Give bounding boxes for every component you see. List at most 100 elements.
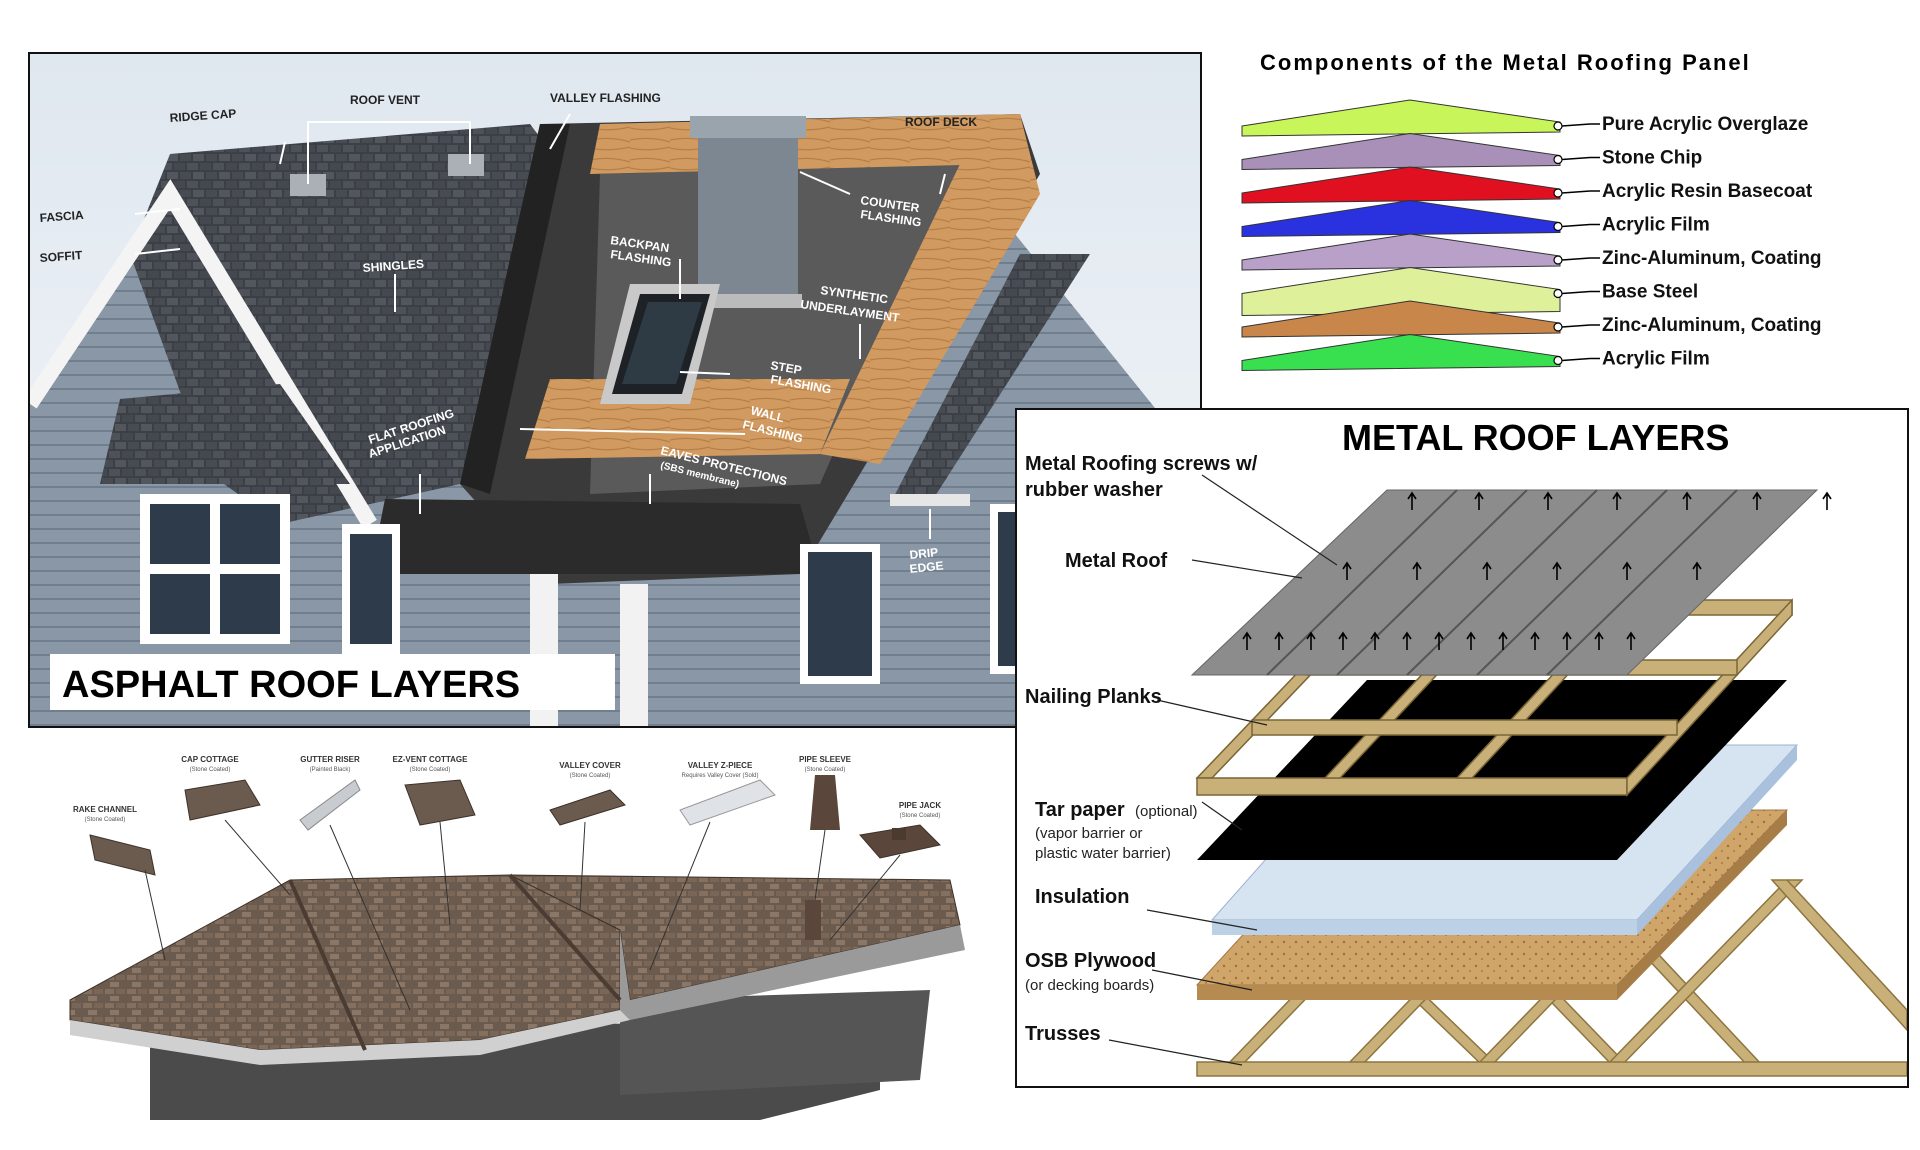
label-tar-note-1: (vapor barrier or [1035, 825, 1143, 842]
accessory-label: GUTTER RISER [300, 755, 360, 764]
accessory-label: PIPE SLEEVE [799, 755, 852, 764]
label-valley-flashing: VALLEY FLASHING [550, 91, 661, 105]
accessory-ez-vent-cottage [404, 779, 476, 826]
accessories-illustration: RAKE CHANNEL(Stone Coated)CAP COTTAGE(St… [69, 755, 965, 1120]
accessory-sublabel: (Stone Coated) [900, 813, 941, 819]
metal-roof-sheet [1190, 489, 1832, 676]
screw-icon [1498, 631, 1508, 650]
accessory-sublabel: (Stone Coated) [410, 767, 451, 773]
accessory-label: VALLEY COVER [559, 761, 621, 770]
panel-layer-2: Acrylic Resin Basecoat [1241, 166, 1813, 204]
label-tar-note-2: plastic water barrier) [1035, 845, 1171, 862]
label-nailing-planks: Nailing Planks [1025, 686, 1162, 708]
screw-icon [1552, 561, 1562, 580]
screw-icon [1482, 561, 1492, 580]
accessory-label: EZ-VENT COTTAGE [393, 755, 469, 764]
label-roof-vent: ROOF VENT [350, 93, 421, 107]
panel-layer-6: Zinc-Aluminum, Coating [1241, 300, 1822, 338]
screw-icon [1338, 631, 1348, 650]
screw-icon [1342, 561, 1352, 580]
panel-layers-diagram: Components of the Metal Roofing Panel Pu… [1241, 50, 1822, 372]
accessory-pipe-jack [859, 824, 942, 859]
screw-icon [1752, 491, 1762, 510]
accessory-sublabel: (Stone Coated) [85, 817, 126, 823]
panel-layer-label: Acrylic Resin Basecoat [1602, 181, 1813, 202]
screw-icon [1622, 561, 1632, 580]
panel-layer-label: Zinc-Aluminum, Coating [1602, 248, 1822, 269]
screw-icon [1434, 631, 1444, 650]
window-left [140, 494, 290, 644]
accessory-label: CAP COTTAGE [181, 755, 239, 764]
metal-roof-panel: METAL ROOF LAYERS [1015, 408, 1909, 1088]
label-tar-paper: Tar paper [1035, 799, 1125, 821]
label-roof-deck: ROOF DECK [905, 115, 977, 129]
panel-layer-4: Zinc-Aluminum, Coating [1241, 233, 1822, 271]
label-ridge-cap: RIDGE CAP [169, 106, 237, 125]
window-center [342, 524, 400, 654]
screw-icon [1594, 631, 1604, 650]
panel-title: Components of the Metal Roofing Panel [1260, 50, 1751, 75]
label-fascia: FASCIA [39, 208, 84, 225]
panel-layer-label: Base Steel [1602, 282, 1698, 303]
asphalt-title: ASPHALT ROOF LAYERS [62, 664, 520, 706]
accessory-rake-channel [89, 834, 156, 876]
label-screws-2: rubber washer [1025, 479, 1163, 501]
label-trusses: Trusses [1025, 1023, 1101, 1045]
accessory-sublabel: (Stone Coated) [190, 767, 231, 773]
label-drip-edge-1: DRIP [909, 545, 939, 562]
label-shingles: SHINGLES [362, 257, 424, 275]
metal-roof-diagram: METAL ROOF LAYERS [1025, 417, 1907, 1077]
screw-icon [1612, 491, 1622, 510]
accessory-sublabel: (Stone Coated) [570, 773, 611, 779]
label-screws-1: Metal Roofing screws w/ [1025, 453, 1258, 475]
panel-layer-5: Base Steel [1241, 266, 1698, 317]
screw-icon [1242, 631, 1252, 650]
accessory-sublabel: (Painted Black) [310, 767, 351, 773]
panel-layer-label: Zinc-Aluminum, Coating [1602, 315, 1822, 336]
panel-layer-marker [1553, 288, 1563, 299]
accessory-label: PIPE JACK [899, 801, 941, 810]
panel-layer-marker [1553, 188, 1563, 198]
accessory-pipe-sleeve [810, 775, 840, 830]
panel-layer-marker [1553, 154, 1563, 165]
accessory-cap-cottage [184, 779, 261, 821]
screw-icon [1543, 491, 1553, 510]
label-osb-note: (or decking boards) [1025, 977, 1154, 994]
label-step-flashing-1: STEP [769, 358, 802, 377]
screw-icon [1682, 491, 1692, 510]
label-metal-roof: Metal Roof [1065, 550, 1168, 572]
panel-layer-label: Pure Acrylic Overglaze [1602, 114, 1808, 135]
accessory-sublabel: Requires Valley Cover (Sold) [682, 773, 759, 779]
screw-icon [1692, 561, 1702, 580]
screw-icon [1412, 561, 1422, 580]
screw-icon [1306, 631, 1316, 650]
accessory-gutter-riser [299, 779, 361, 831]
screw-icon [1474, 491, 1484, 510]
panel-layer-1: Stone Chip [1241, 132, 1702, 171]
screw-icon [1407, 491, 1417, 510]
screw-icon [1530, 631, 1540, 650]
screw-icon [1402, 631, 1412, 650]
panel-layer-label: Stone Chip [1602, 148, 1702, 169]
asphalt-title-background [50, 654, 615, 710]
label-insulation: Insulation [1035, 886, 1129, 908]
screw-icon [1274, 631, 1284, 650]
accessory-sublabel: (Stone Coated) [805, 767, 846, 773]
screw-icon [1370, 631, 1380, 650]
label-drip-edge-2: EDGE [909, 559, 944, 576]
screw-icon [1466, 631, 1476, 650]
accessory-valley-cover [549, 789, 626, 826]
accessory-valley-z-piece [679, 779, 776, 826]
panel-layer-marker [1553, 255, 1563, 265]
metal-panel-components: Components of the Metal Roofing Panel Pu… [1230, 40, 1920, 400]
accessory-label: VALLEY Z-PIECE [688, 761, 753, 770]
label-tar-optional: (optional) [1135, 803, 1198, 820]
panel-layer-marker [1553, 322, 1563, 332]
screw-icon [1626, 631, 1636, 650]
panel-layer-7: Acrylic Film [1241, 333, 1710, 372]
roof-accessories-panel: RAKE CHANNEL(Stone Coated)CAP COTTAGE(St… [60, 750, 990, 1140]
screw-icon [1562, 631, 1572, 650]
panel-layer-marker [1553, 121, 1563, 131]
panel-layer-marker [1553, 355, 1563, 366]
panel-layer-3: Acrylic Film [1241, 199, 1710, 238]
